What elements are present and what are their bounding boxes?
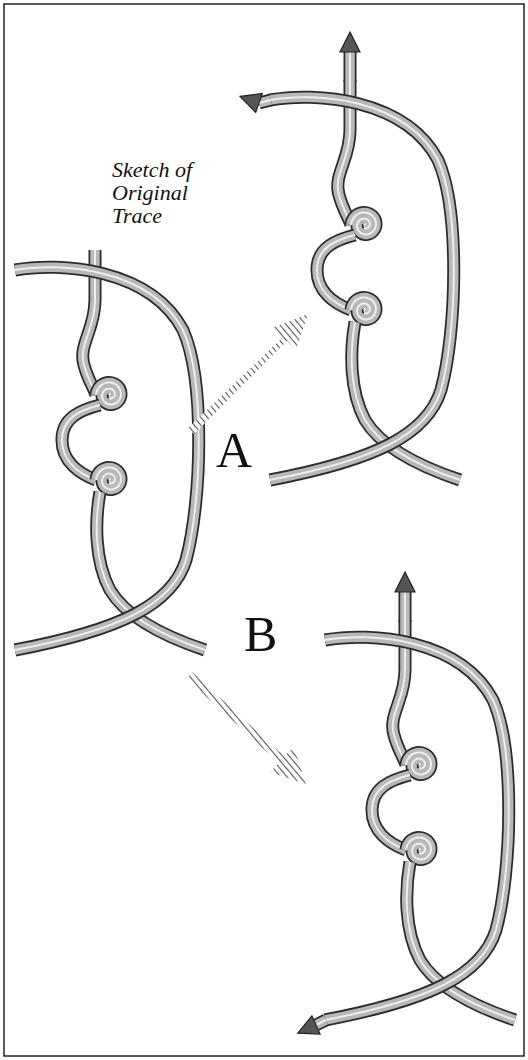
arrowhead	[240, 94, 262, 113]
trace-strand	[259, 100, 271, 103]
trace-strand	[345, 52, 355, 82]
arrowhead	[298, 1016, 320, 1034]
hatched-arrow	[188, 314, 308, 434]
trace-strand	[344, 52, 357, 82]
trace-strand	[316, 1020, 326, 1025]
frame	[4, 4, 524, 1056]
arrowhead	[340, 32, 360, 52]
variant-letter: B	[244, 608, 277, 661]
hatched-arrow	[187, 672, 306, 784]
original-trace	[15, 250, 205, 650]
trace-strand	[316, 1020, 326, 1025]
trace-strand	[316, 1020, 326, 1025]
trace-strand	[259, 100, 271, 103]
trace-strand	[404, 592, 406, 622]
trace-variant-b	[298, 572, 515, 1034]
variant-letter: A	[216, 424, 252, 477]
trace-strand	[400, 592, 410, 622]
arrowhead	[395, 572, 415, 592]
trace-strand	[349, 52, 351, 82]
trace-strand	[399, 592, 412, 622]
caption-label: Sketch of Original Trace	[112, 158, 210, 227]
trace-variant-a	[240, 32, 460, 480]
trace-strand	[259, 100, 271, 103]
